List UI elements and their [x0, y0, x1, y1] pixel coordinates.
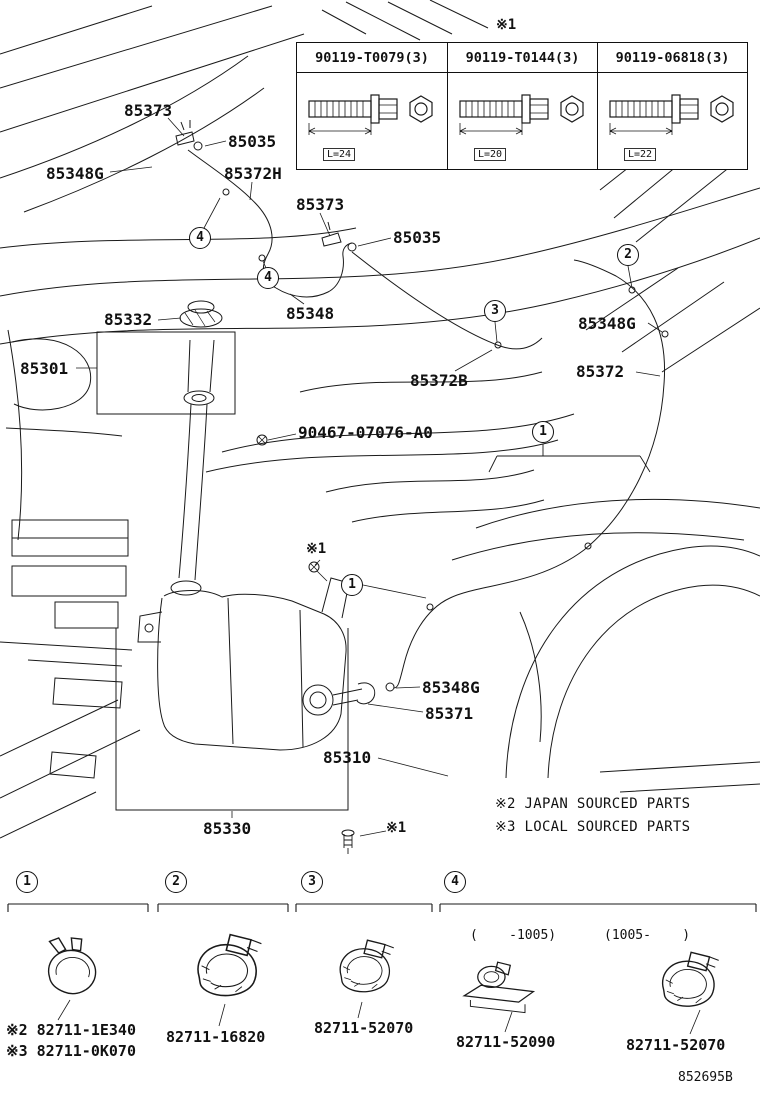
- clamp-worm-icon: [661, 951, 720, 1007]
- clamp-plate-icon: [463, 961, 535, 1014]
- legend-part-82711-1e340: ※2 82711-1E340: [6, 1021, 136, 1039]
- bolt-drawing-cell: L=20: [448, 73, 597, 169]
- callout-4-a: 4: [189, 227, 211, 249]
- callout-4-b: 4: [257, 267, 279, 289]
- part-label-85373-mid: 85373: [296, 195, 345, 214]
- bolt-spec-col: 90119-T0079(3) L=24: [297, 43, 447, 169]
- part-label-85348g-left: 85348G: [46, 164, 104, 183]
- part-label-85348g-pump: 85348G: [422, 678, 480, 697]
- bolt-spec-table: 90119-T0079(3) L=24 90119-T0144(3) L=20 …: [296, 42, 748, 170]
- bolt-spec-col: 90119-06818(3) L=22: [597, 43, 747, 169]
- part-label-85372: 85372: [576, 362, 625, 381]
- part-label-85035-mid: 85035: [393, 228, 442, 247]
- ref-mark-1-mid: ※1: [306, 541, 327, 557]
- note-japan-sourced: ※2 JAPAN SOURCED PARTS: [495, 796, 691, 812]
- bolt-icon: [308, 94, 433, 136]
- clamp-worm-icon: [197, 933, 263, 997]
- part-label-85348: 85348: [286, 304, 335, 323]
- bolt-part-number: 90119-T0144(3): [448, 43, 597, 73]
- bolt-length-label: L=24: [323, 148, 356, 161]
- bolt-icon: [459, 94, 584, 136]
- bolt-drawing-cell: L=22: [598, 73, 747, 169]
- ref-mark-1-bottom: ※1: [386, 820, 407, 836]
- callout-1-b: 1: [341, 574, 363, 596]
- bolt-length-label: L=20: [474, 148, 507, 161]
- bolt-length-label: L=22: [624, 148, 657, 161]
- part-label-85330: 85330: [203, 819, 252, 838]
- legend-date-range-early: ( -1005): [470, 928, 557, 943]
- callout-3: 3: [484, 300, 506, 322]
- part-label-85310: 85310: [323, 748, 372, 767]
- legend-part-82711-52090: 82711-52090: [456, 1033, 556, 1051]
- legend-date-range-late: (1005- ): [604, 928, 691, 943]
- part-label-85372b: 85372B: [410, 371, 468, 390]
- bolt-part-number: 90119-T0079(3): [297, 43, 447, 73]
- legend-callout-4: 4: [444, 871, 466, 893]
- legend-part-82711-52070-b: 82711-52070: [626, 1036, 726, 1054]
- bolt-part-number: 90119-06818(3): [598, 43, 747, 73]
- part-label-85332: 85332: [104, 310, 153, 329]
- ref-mark-1-top: ※1: [496, 17, 517, 33]
- legend-callout-1: 1: [16, 871, 38, 893]
- part-label-85035-left: 85035: [228, 132, 277, 151]
- legend-callout-2: 2: [165, 871, 187, 893]
- legend-part-82711-16820: 82711-16820: [166, 1028, 266, 1046]
- figure-number: 852695B: [678, 1070, 733, 1085]
- note-local-sourced: ※3 LOCAL SOURCED PARTS: [495, 819, 691, 835]
- legend-callout-3: 3: [301, 871, 323, 893]
- callout-1-a: 1: [532, 421, 554, 443]
- legend-part-82711-0k070: ※3 82711-0K070: [6, 1042, 136, 1060]
- part-label-85373-left: 85373: [124, 101, 173, 120]
- part-label-85372h: 85372H: [224, 164, 282, 183]
- part-label-90467: 90467-07076-A0: [298, 423, 433, 442]
- part-label-85371: 85371: [425, 704, 474, 723]
- bolt-spec-col: 90119-T0144(3) L=20: [447, 43, 597, 169]
- bolt-drawing-cell: L=24: [297, 73, 447, 169]
- callout-2: 2: [617, 244, 639, 266]
- clamp-spring-icon: [47, 937, 97, 995]
- legend-part-82711-52070-a: 82711-52070: [314, 1019, 414, 1037]
- bolt-icon: [609, 94, 734, 136]
- part-label-85348g-right: 85348G: [578, 314, 636, 333]
- clamp-worm-icon: [339, 939, 395, 993]
- part-label-85301: 85301: [20, 359, 69, 378]
